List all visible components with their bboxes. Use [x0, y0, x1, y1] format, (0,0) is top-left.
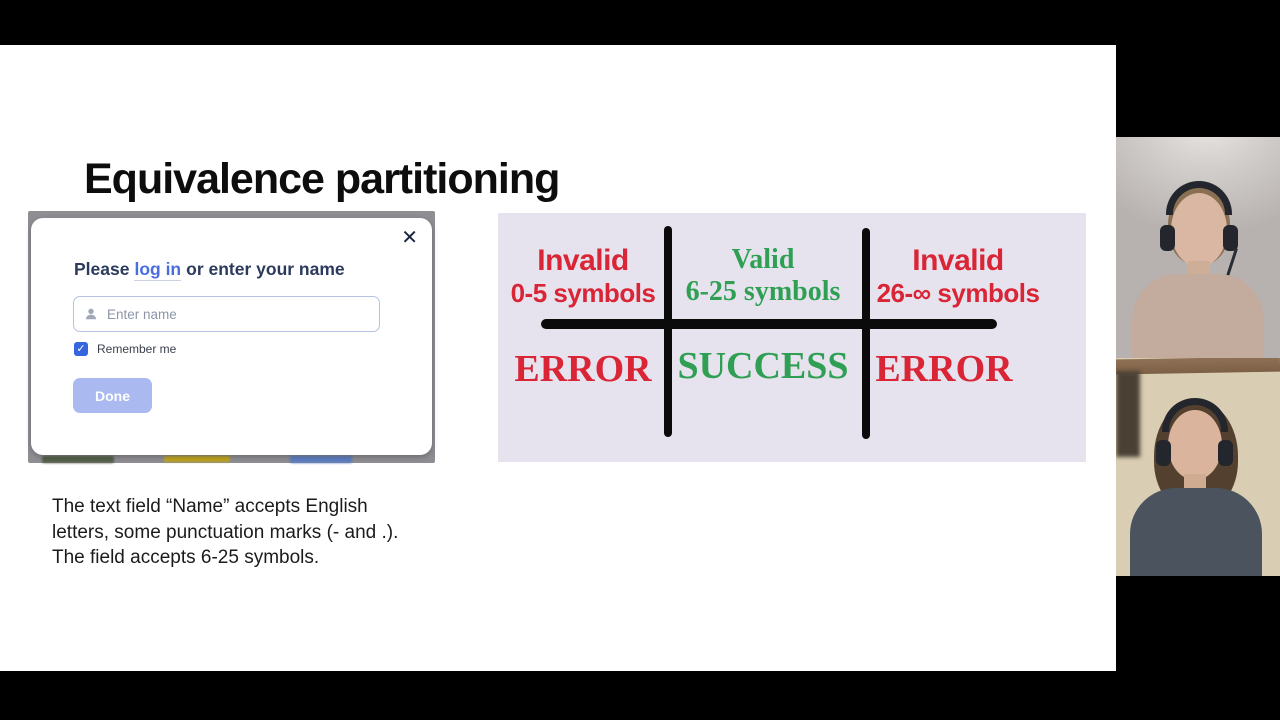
zone-range: 0-5 symbols [510, 278, 656, 308]
remember-me-checkbox[interactable]: ✓ [74, 342, 88, 356]
zone-invalid-left: Invalid 0-5 symbols [503, 244, 663, 308]
result-error-right: ERROR [875, 348, 1013, 390]
log-in-link[interactable]: log in [134, 259, 182, 281]
headphones-icon [1166, 181, 1232, 215]
participant-shoulders [1132, 274, 1264, 358]
zone-range: 26-∞ symbols [876, 278, 1040, 308]
zone-label: Valid [731, 244, 795, 275]
partition-diagram: Invalid 0-5 symbols Valid 6-25 symbols I… [498, 213, 1086, 462]
webcam-participant-1[interactable] [1116, 137, 1280, 358]
partition-divider-line [862, 228, 870, 439]
webcam-participant-2[interactable] [1116, 358, 1280, 576]
participant-shoulders [1130, 488, 1262, 576]
headphone-cup [1156, 440, 1171, 466]
page-behind-fragment [290, 456, 352, 463]
headphone-cup [1160, 225, 1175, 251]
participant-neck [1184, 474, 1206, 490]
remember-me-row: ✓ Remember me [74, 342, 176, 356]
number-axis-line [541, 319, 997, 329]
name-input[interactable] [105, 305, 379, 323]
close-icon[interactable]: ✕ [401, 227, 418, 249]
result-error-left: ERROR [514, 348, 652, 390]
remember-me-label: Remember me [97, 342, 177, 356]
checkbox-check-icon: ✓ [76, 343, 86, 355]
page-behind-fragment [164, 456, 230, 462]
result-success: SUCCESS [677, 345, 849, 387]
name-input-wrapper [73, 296, 380, 332]
zone-valid: Valid 6-25 symbols [672, 243, 854, 307]
modal-heading-prefix: Please [74, 259, 130, 279]
headphone-cup [1223, 225, 1238, 251]
zone-range: 6-25 symbols [685, 276, 841, 307]
description-line: The field accepts 6-25 symbols. [52, 547, 320, 568]
zone-label: Invalid [537, 244, 629, 277]
zone-label: Invalid [912, 244, 1004, 277]
description-line: letters, some punctuation marks (- and .… [52, 521, 399, 543]
headphones-icon [1162, 398, 1228, 432]
headphone-cup [1218, 440, 1233, 466]
page-behind-fragment [42, 456, 114, 463]
person-icon [85, 308, 97, 320]
slide-title: Equivalence partitioning [84, 155, 560, 203]
participant-neck [1188, 261, 1210, 277]
done-button[interactable]: Done [73, 378, 152, 413]
dark-doorframe [1116, 371, 1140, 457]
description-line: The text field “Name” accepts English [52, 496, 368, 517]
requirement-description: The text field “Name” accepts English le… [52, 494, 398, 571]
wooden-beam [1116, 358, 1280, 375]
modal-heading-suffix: or enter your name [186, 259, 345, 279]
zone-invalid-right: Invalid 26-∞ symbols [872, 244, 1044, 308]
partition-divider-line [664, 226, 672, 437]
